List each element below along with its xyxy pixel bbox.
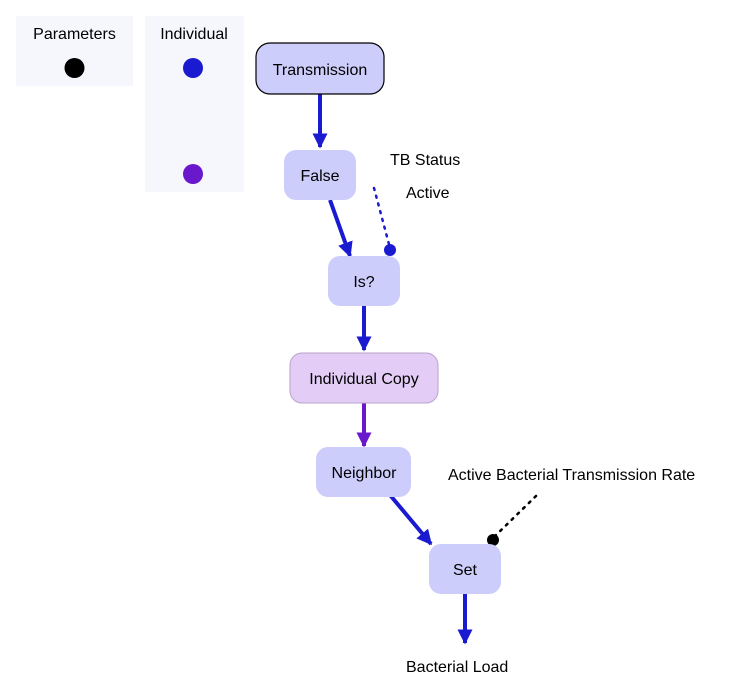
label-active: Active — [406, 185, 450, 202]
legend-individual: Individual — [145, 16, 244, 192]
node-set-label: Set — [453, 562, 478, 579]
legend-parameters-label: Parameters — [33, 26, 116, 43]
node-individual-copy-label: Individual Copy — [309, 371, 418, 388]
node-false-label: False — [300, 168, 339, 185]
node-neighbor[interactable]: Neighbor — [316, 447, 411, 497]
dotted-edge-rate-set — [491, 494, 538, 540]
input-dot-rate — [487, 534, 499, 546]
node-individual-copy[interactable]: Individual Copy — [289, 352, 439, 404]
legend-parameters-dot — [64, 58, 85, 78]
node-neighbor-label: Neighbor — [332, 465, 398, 482]
edge-false-is — [328, 199, 353, 258]
node-transmission[interactable]: Transmission — [255, 42, 385, 95]
label-active-bacterial-transmission-rate: Active Bacterial Transmission Rate — [448, 467, 695, 484]
label-bacterial-load: Bacterial Load — [406, 659, 508, 676]
node-is-label: Is? — [353, 274, 374, 291]
node-false[interactable]: False — [284, 150, 356, 200]
dotted-edge-active-is — [372, 186, 392, 250]
node-set[interactable]: Set — [429, 544, 501, 594]
label-tb-status: TB Status — [390, 152, 460, 169]
legend-individual-label: Individual — [160, 26, 228, 43]
legend-individual-dot-blue — [183, 58, 203, 78]
node-transmission-label: Transmission — [273, 62, 368, 79]
legend-individual-dot-purple — [183, 164, 203, 184]
legend-parameters: Parameters — [16, 16, 133, 86]
edge-neighbor-set — [388, 493, 433, 546]
input-dot-active — [384, 244, 396, 256]
node-is[interactable]: Is? — [328, 256, 400, 306]
